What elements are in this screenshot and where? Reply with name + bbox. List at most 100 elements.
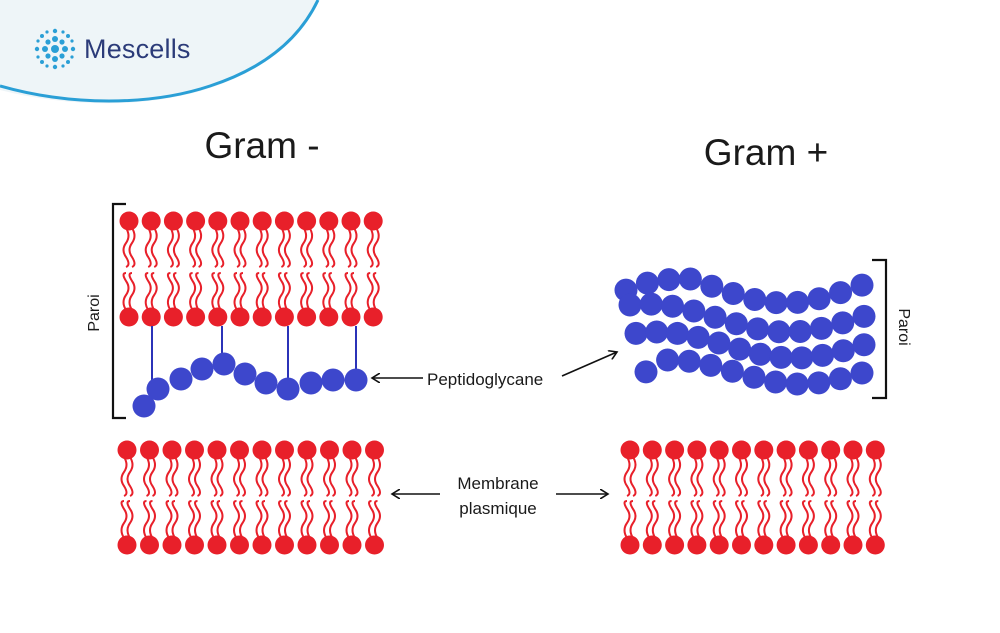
lipid-head [821,440,841,460]
lipid-tail [128,272,136,311]
peptidoglycan-bead [852,333,876,357]
lipid-tail [166,227,174,268]
lipid-head [297,440,317,460]
lipid-head [665,440,685,460]
lipid-head [798,535,818,555]
lipid-tail [807,456,815,497]
lipid-tail [852,500,860,539]
lipid-tail [696,456,704,497]
lipid-head [141,307,161,327]
gram-positive-wall-bracket [872,258,888,400]
peptidoglycan-bead [850,361,874,385]
lipid-tail [194,456,201,497]
gram-positive-peptidoglycan [614,267,876,396]
lipid-tail [261,456,269,497]
lipid-head [208,307,228,327]
lipid-head [162,440,182,460]
lipid-tail [668,456,676,497]
lipid-tail [345,500,353,539]
lipid-tail [149,456,156,497]
lipid-tail [261,500,269,539]
lipid-head [141,211,161,231]
lipid-tail [172,272,180,311]
lipid-tail [150,227,158,268]
lipid-head [297,211,317,231]
lipid-tail [283,272,291,311]
lipid-tail [785,500,793,539]
lipid-tail [239,272,247,311]
lipid-tail [690,456,698,497]
brand-name: Mescells [84,33,191,64]
lipid-tail [372,227,380,268]
lipid-tail [233,456,240,497]
lipid-head [365,440,384,460]
lipid-tail [651,500,659,539]
lipid-tail [374,500,381,539]
lipid-head [865,535,885,555]
lipid-tail [344,227,352,268]
lipid-head [620,535,640,555]
lipid-tail [785,456,793,497]
lipid-tail [322,227,330,268]
peptidoglycan-bead [299,371,323,395]
peptidoglycan-bead [807,287,831,311]
cell-cluster-icon [34,28,76,70]
lipid-tail [233,227,241,268]
lipid-tail [674,456,682,497]
lipid-tail [366,227,374,268]
lipid-head [252,535,272,555]
lipid-tail [255,227,263,268]
lipid-tail [741,500,748,539]
peptidoglycan-bead [790,346,814,370]
peptidoglycan-bead [699,353,723,377]
lipid-head [687,440,707,460]
lipid-tail [350,272,358,311]
lipid-tail [217,227,225,268]
lipid-tail [277,227,285,268]
lipid-head [208,211,228,231]
lipid-tail [645,456,653,497]
lipid-tail [345,456,353,497]
lipid-tail [351,500,359,539]
lipid-head [642,440,662,460]
peptidoglycan-bead [700,274,724,298]
lipid-tail [696,500,704,539]
lipid-head [252,307,272,327]
lipid-head [186,211,206,231]
peptidoglycan-bead [618,293,642,317]
lipid-head [620,440,640,460]
lipid-head [163,307,183,327]
peptidoglycan-bead [321,368,345,392]
lipid-head [798,440,818,460]
peptidoglycan-bead [190,357,214,381]
peptidoglycan-bead [146,377,170,401]
lipid-tail [278,456,285,497]
peptidoglycan-bead [764,291,788,315]
peptidoglycan-bead [769,345,793,369]
lipid-head [342,440,362,460]
peptidoglycan-bead [811,343,835,367]
lipid-tail [216,500,224,539]
lipid-head [275,440,294,460]
lipid-tail [690,500,698,539]
lipid-tail [171,500,179,539]
lipid-tail [868,456,876,497]
lipid-head [140,440,159,460]
peptidoglycan-bead [254,371,278,395]
lipid-tail [366,272,374,311]
lipid-tail [261,227,269,268]
lipid-tail [801,500,809,539]
peptidoglycan-bead [657,268,681,292]
gram-negative-title: Gram - [204,125,319,166]
lipid-tail [323,456,330,497]
lipid-tail [322,272,330,311]
lipid-head [117,535,137,555]
lipid-head [252,440,272,460]
gram-positive-wall-label: Paroi [895,308,912,345]
lipid-tail [757,500,765,539]
lipid-tail [166,272,174,311]
header-banner [0,0,320,104]
lipid-head [186,307,206,327]
peptidoglycan-bead [742,365,766,389]
peptidoglycan-bead [767,320,791,344]
